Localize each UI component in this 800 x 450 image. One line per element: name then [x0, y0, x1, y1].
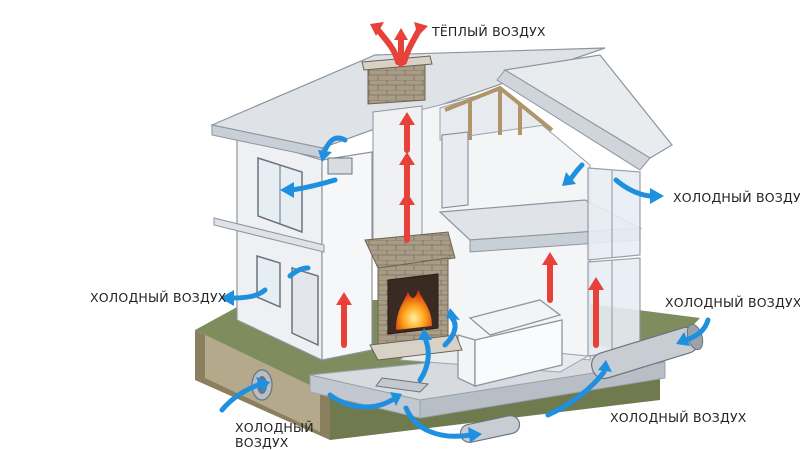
label-cold-air-right-upper: ХОЛОДНЫЙ ВОЗДУХ — [673, 190, 800, 205]
chimney — [361, 55, 463, 361]
warm-air-arrows — [336, 22, 604, 348]
label-cold-air-left: ХОЛОДНЫЙ ВОЗДУХ — [90, 290, 227, 305]
label-cold-air-bottom-left: ХОЛОДНЫЙ ВОЗДУХ — [235, 420, 314, 450]
cold-air-arrows — [219, 135, 711, 443]
label-cold-air-right-lower: ХОЛОДНЫЙ ВОЗДУХ — [665, 295, 800, 310]
label-cold-air-bottom-right: ХОЛОДНЫЙ ВОЗДУХ — [610, 410, 747, 425]
fireplace-fire-icon — [396, 290, 432, 330]
label-warm-air: ТЁПЛЫЙ ВОЗДУХ — [432, 24, 546, 39]
sofa — [457, 299, 564, 388]
left-facade — [213, 134, 373, 361]
